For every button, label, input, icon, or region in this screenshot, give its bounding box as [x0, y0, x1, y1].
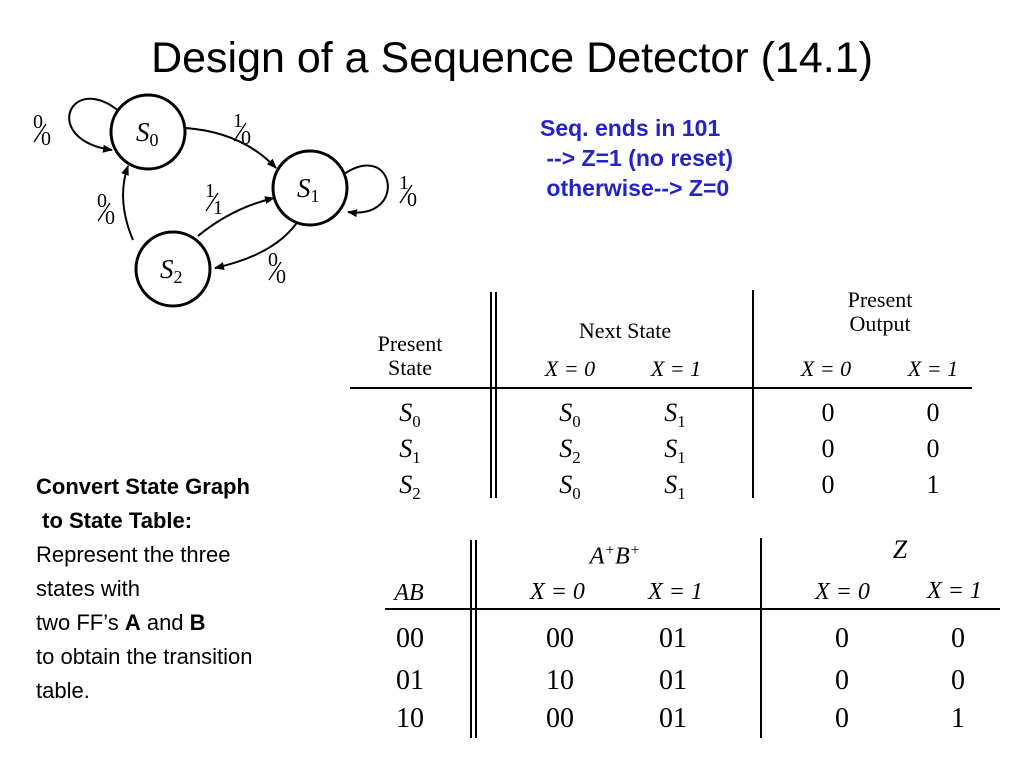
tt-row-2-next-x0: 00 [546, 703, 574, 734]
next-x0-header: X = 0 [544, 356, 596, 381]
next-x1-header: X = 1 [650, 356, 702, 381]
ff-a-label: A [124, 610, 141, 635]
state-s0-label: S0 [136, 117, 159, 150]
tt-next-x1-header: X = 1 [648, 579, 703, 605]
state-row-1-z-x1: 0 [926, 434, 940, 463]
slide-title: Design of a Sequence Detector (14.1) [151, 34, 873, 82]
tt-row-0-z-x1: 0 [951, 623, 965, 654]
svg-text:0: 0 [41, 128, 51, 150]
svg-text:0: 0 [268, 249, 278, 271]
edge-label-s0-s1: 1 0 [233, 110, 251, 149]
tt-row-2-ab: 10 [396, 703, 424, 734]
edge-label-s1-s2: 0 0 [268, 249, 286, 288]
z-header: Z [892, 535, 908, 564]
state-row-2-next-x0: S0 [559, 470, 581, 503]
note-body-3: two FF’s A and B [36, 610, 206, 635]
state-row-1-next-x0: S2 [559, 434, 581, 467]
ff-b-label: B [189, 610, 206, 635]
edge-s2-s0 [121, 165, 134, 241]
note-heading-2: to State Table: [36, 508, 193, 533]
note-body-4: to obtain the transition [36, 644, 253, 669]
state-row-0-next-x0: S0 [559, 398, 581, 431]
tt-row-0-z-x0: 0 [835, 623, 849, 654]
state-row-1-present: S1 [399, 434, 421, 467]
edge-label-s2-s0: 0 0 [97, 190, 115, 229]
edge-s1-self [343, 164, 389, 218]
state-row-2-present: S2 [399, 470, 421, 503]
state-s1-label: S1 [297, 173, 320, 206]
state-row-2-next-x1: S1 [664, 470, 686, 503]
present-state-header: Present State [377, 331, 443, 380]
state-row-1-next-x1: S1 [664, 434, 686, 467]
state-s2-label: S2 [160, 254, 183, 287]
svg-text:1: 1 [399, 172, 409, 194]
ab-header: AB [394, 580, 424, 606]
tt-row-1-z-x0: 0 [835, 665, 849, 696]
svg-text:0: 0 [407, 189, 417, 211]
next-ab-header: A+B+ [589, 542, 641, 570]
edge-s1-s2 [214, 217, 301, 270]
state-row-0-next-x1: S1 [664, 398, 686, 431]
edge-s2-s1 [197, 196, 275, 237]
tt-z-x0-header: X = 0 [815, 579, 870, 605]
output-x0-header: X = 0 [800, 356, 852, 381]
svg-text:0: 0 [276, 266, 286, 288]
svg-text:0: 0 [241, 127, 251, 149]
tt-next-x0-header: X = 0 [530, 579, 585, 605]
note-body-2: states with [36, 576, 140, 601]
edge-label-s0-self: 0 0 [33, 111, 51, 150]
note-body-5: table. [36, 678, 90, 703]
conversion-note: Convert State Graph to State Table: Repr… [36, 470, 336, 708]
note-line-2: --> Z=1 (no reset) [540, 145, 733, 171]
state-row-0-z-x1: 0 [926, 398, 940, 427]
state-graph: S0 S1 S2 0 0 1 0 1 0 0 0 1 1 0 0 [33, 93, 417, 308]
present-output-header: Present Output [847, 287, 913, 336]
edge-label-s2-s1: 1 1 [205, 180, 223, 219]
tt-row-2-z-x0: 0 [835, 703, 849, 734]
edge-label-s1-self: 1 0 [399, 172, 417, 211]
note-line-1: Seq. ends in 101 [540, 115, 721, 141]
state-row-0-present: S0 [399, 398, 421, 431]
note-line-3: otherwise--> Z=0 [540, 175, 730, 201]
tt-row-2-z-x1: 1 [951, 703, 965, 734]
tt-row-0-ab: 00 [396, 623, 424, 654]
svg-text:1: 1 [213, 197, 223, 219]
tt-row-0-next-x0: 00 [546, 623, 574, 654]
edge-s0-self [68, 97, 121, 153]
state-s2-circle [134, 230, 212, 308]
state-row-2-z-x0: 0 [821, 470, 835, 499]
svg-text:1: 1 [205, 180, 215, 202]
tt-row-1-ab: 01 [396, 665, 424, 696]
tt-row-1-next-x0: 10 [546, 665, 574, 696]
state-row-0-z-x0: 0 [821, 398, 835, 427]
svg-text:0: 0 [105, 207, 115, 229]
tt-row-0-next-x1: 01 [659, 623, 687, 654]
svg-text:0: 0 [97, 190, 107, 212]
state-s0-circle [109, 93, 187, 171]
svg-text:1: 1 [233, 110, 243, 132]
note-heading-1: Convert State Graph [36, 474, 250, 499]
edge-s0-s1 [184, 127, 277, 169]
tt-row-1-z-x1: 0 [951, 665, 965, 696]
output-x1-header: X = 1 [907, 356, 959, 381]
sequence-note: Seq. ends in 101 --> Z=1 (no reset) othe… [540, 113, 733, 203]
tt-z-x1-header: X = 1 [927, 578, 982, 604]
next-state-header: Next State [578, 318, 672, 343]
state-row-2-z-x1: 1 [926, 470, 940, 499]
tt-row-1-next-x1: 01 [659, 665, 687, 696]
note-body-1: Represent the three [36, 542, 231, 567]
state-s1-circle [271, 149, 349, 227]
tt-row-2-next-x1: 01 [659, 703, 687, 734]
svg-text:0: 0 [33, 111, 43, 133]
state-row-1-z-x0: 0 [821, 434, 835, 463]
